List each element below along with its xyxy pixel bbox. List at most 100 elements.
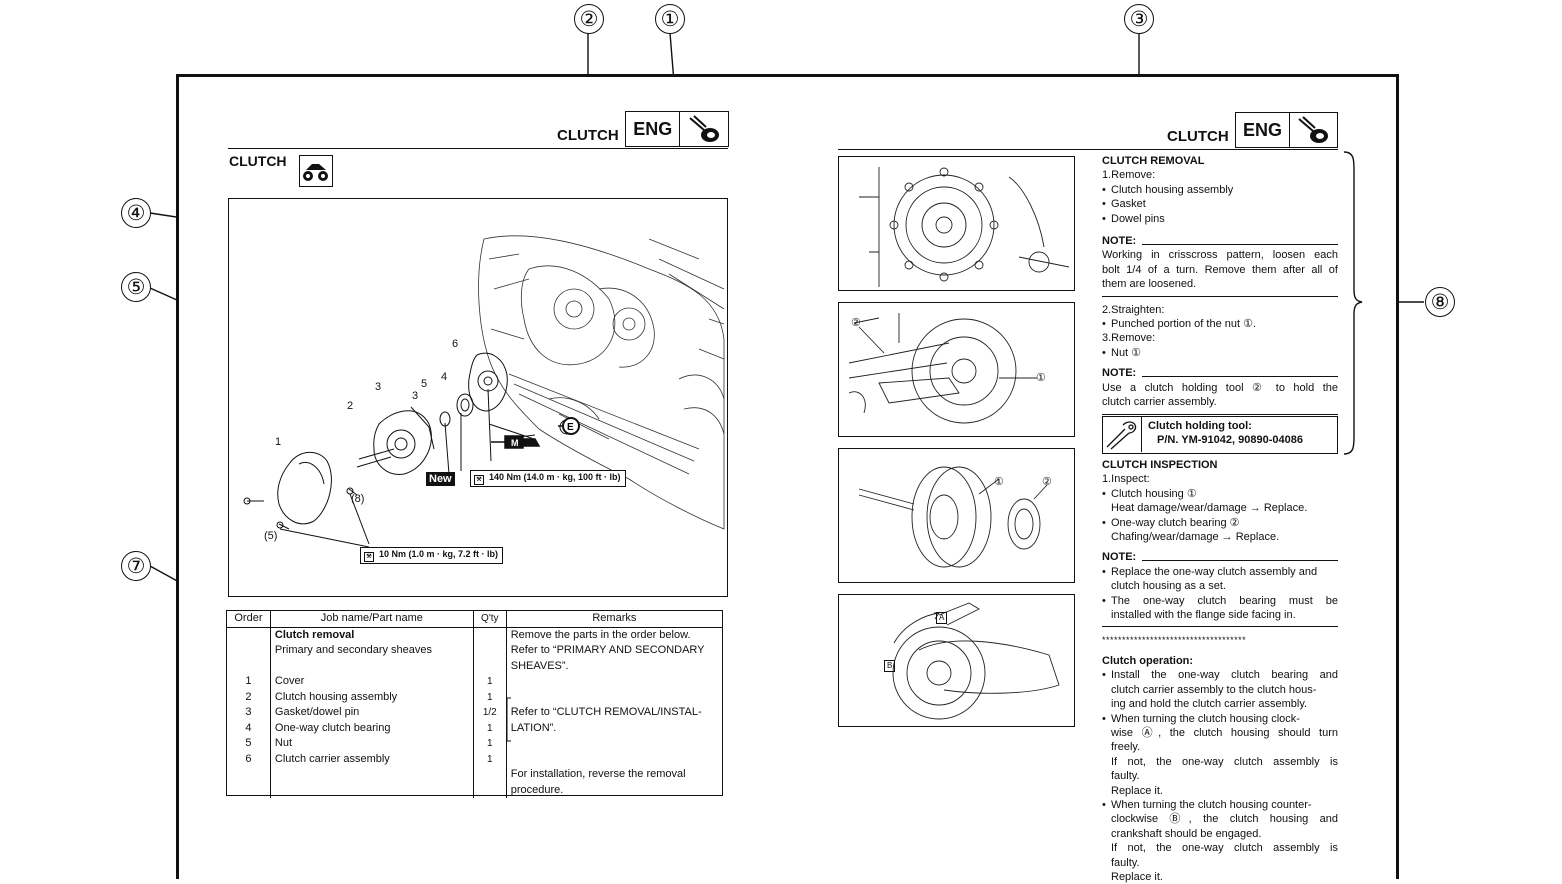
photo-clutch-operation <box>838 594 1075 727</box>
engine-exploded-illustration <box>243 235 725 548</box>
qty-cell: 1/2 <box>473 705 507 721</box>
item-detail: Chafing/wear/damage → Replace. <box>1111 531 1280 544</box>
divider <box>1102 295 1338 297</box>
part-label-8: (8) <box>351 493 365 505</box>
table-row: For installation, reverse the removal <box>227 767 722 783</box>
callout-5: ⑤ <box>121 272 151 302</box>
op-line: Replace it. <box>1111 870 1163 883</box>
op-line: clockwise Ⓑ, the clutch housing and <box>1111 813 1338 826</box>
table-header: Order Job name/Part name Q'ty Remarks <box>227 611 722 628</box>
op-line: wise Ⓐ, the clutch housing should turn <box>1111 726 1338 739</box>
qty-cell: 1 <box>473 689 507 705</box>
list-item: Clutch housing assembly <box>1102 183 1338 198</box>
group-remark: Refer to “CLUTCH REMOVAL/INSTAL- <box>510 706 702 718</box>
part-label-5: 5 <box>421 378 428 390</box>
engine-tool-icon <box>680 112 728 146</box>
tool-box: Clutch holding tool: P/N. YM-91042, 9089… <box>1102 416 1338 454</box>
note-header: NOTE: <box>1102 366 1338 380</box>
exploded-diagram <box>228 198 728 597</box>
table-row: 6 Clutch carrier assembly 1 <box>227 751 722 767</box>
order-cell: 1 <box>227 674 271 690</box>
note-line: clutch carrier assembly. <box>1102 396 1217 409</box>
note-header: NOTE: <box>1102 234 1338 248</box>
table-row: Primary and secondary sheaves Refer to “… <box>227 643 722 659</box>
table-row: Clutch removal Remove the parts in the o… <box>227 627 722 643</box>
note-label: NOTE: <box>1102 551 1137 564</box>
step-3: 3.Remove: <box>1102 332 1156 345</box>
part-label-3b: 3 <box>412 390 419 402</box>
note-item: The one-way clutch bearing must be <box>1102 594 1338 609</box>
removal-title: CLUTCH REMOVAL <box>1102 155 1205 167</box>
part-name: Primary and secondary sheaves <box>270 643 474 659</box>
remark-cell: Remove the parts in the order below. <box>510 628 691 641</box>
torque-spec-10: ⚒ 10 Nm (1.0 m · kg, 7.2 ft · lb) <box>360 547 504 564</box>
group-remark: LATION”. <box>510 721 557 734</box>
qty-cell: 1 <box>473 751 507 767</box>
right-eng-badge: ENG <box>1235 112 1338 148</box>
op-line: crankshaft should be engaged. <box>1111 827 1262 840</box>
inspection-title: CLUTCH INSPECTION <box>1102 459 1218 471</box>
list-item: Nut ① <box>1102 346 1338 361</box>
divider <box>1102 626 1338 628</box>
eng-label: ENG <box>1236 113 1290 147</box>
torque-spec-140: ⚒140 Nm (14.0 m · kg, 100 ft · lb) <box>470 470 626 487</box>
part-label-5-paren: (5) <box>264 530 278 542</box>
torque-wrench-icon-2: ⚒ <box>364 552 374 562</box>
photo-label-2b: ② <box>1042 476 1052 488</box>
left-header-title: CLUTCH <box>557 127 619 144</box>
removal-brace <box>1343 151 1363 455</box>
photo-label-2a: ② <box>851 317 861 329</box>
note-item: Replace the one-way clutch assembly and <box>1102 565 1338 580</box>
torque-wrench-icon: ⚒ <box>474 475 484 485</box>
divider <box>1102 413 1338 415</box>
footer-remark: procedure. <box>510 783 564 796</box>
remark-cell: SHEAVES”. <box>510 659 569 672</box>
col-qty: Q'ty <box>473 611 507 628</box>
callout-1: ① <box>655 4 685 34</box>
note-line: them are loosened. <box>1102 278 1197 291</box>
list-item: Gasket <box>1102 197 1338 212</box>
part-name: Clutch carrier assembly <box>270 751 474 767</box>
eng-label: ENG <box>626 112 681 146</box>
table-row: 2 Clutch housing assembly 1 <box>227 689 722 705</box>
part-name: Clutch housing assembly <box>270 689 474 705</box>
order-cell: 4 <box>227 720 271 736</box>
footer-remark: For installation, reverse the removal <box>510 768 686 780</box>
op-line: faulty. <box>1111 856 1140 869</box>
op-line: If not, the one-way clutch assembly is <box>1111 755 1338 768</box>
note-line: Use a clutch holding tool ② to hold the <box>1102 381 1338 394</box>
left-eng-badge: ENG <box>625 111 729 147</box>
part-label-3a: 3 <box>375 381 382 393</box>
table-row: procedure. <box>227 782 722 798</box>
table-row: 3 Gasket/dowel pin 1/2 Refer to “CLUTCH … <box>227 705 722 721</box>
photo-clutch-inspection <box>838 448 1075 583</box>
photo-clutch-housing <box>838 156 1075 291</box>
photo-label-1a: ① <box>1036 372 1046 384</box>
tool-name: Clutch holding tool: <box>1148 420 1252 432</box>
new-part-badge: New <box>426 472 455 486</box>
callout-4: ④ <box>121 198 151 228</box>
table-row: 4 One-way clutch bearing 1 LATION”. <box>227 720 722 736</box>
list-item: Dowel pins <box>1102 212 1338 227</box>
inspection-instructions: CLUTCH INSPECTION 1.Inspect: Clutch hous… <box>1102 458 1338 884</box>
list-item: One-way clutch bearing ② <box>1102 516 1338 531</box>
parts-table: Order Job name/Part name Q'ty Remarks Cl… <box>227 611 722 798</box>
step-1: 1.Inspect: <box>1102 473 1150 486</box>
part-label-2: 2 <box>347 400 354 412</box>
table-row: SHEAVES”. <box>227 658 722 674</box>
op-item: Install the one-way clutch bearing and <box>1102 668 1338 683</box>
op-line: Replace it. <box>1111 784 1163 797</box>
op-line: freely. <box>1111 741 1141 754</box>
photo-label-1b: ① <box>994 476 1004 488</box>
order-cell: 6 <box>227 751 271 767</box>
tool-part-number: P/N. YM-91042, 90890-04086 <box>1157 434 1303 446</box>
note-item-cont: clutch housing as a set. <box>1111 580 1226 593</box>
op-item: When turning the clutch housing clock- <box>1102 712 1338 727</box>
note-header: NOTE: <box>1102 550 1338 564</box>
torque-10-text: 10 Nm (1.0 m · kg, 7.2 ft · lb) <box>379 549 499 559</box>
op-line: If not, the one-way clutch assembly is <box>1111 842 1338 855</box>
atv-icon <box>299 155 333 187</box>
removal-instructions: CLUTCH REMOVAL 1.Remove: Clutch housing … <box>1102 154 1338 421</box>
list-item: Clutch housing ① <box>1102 487 1338 502</box>
qty-cell: 1 <box>473 736 507 752</box>
